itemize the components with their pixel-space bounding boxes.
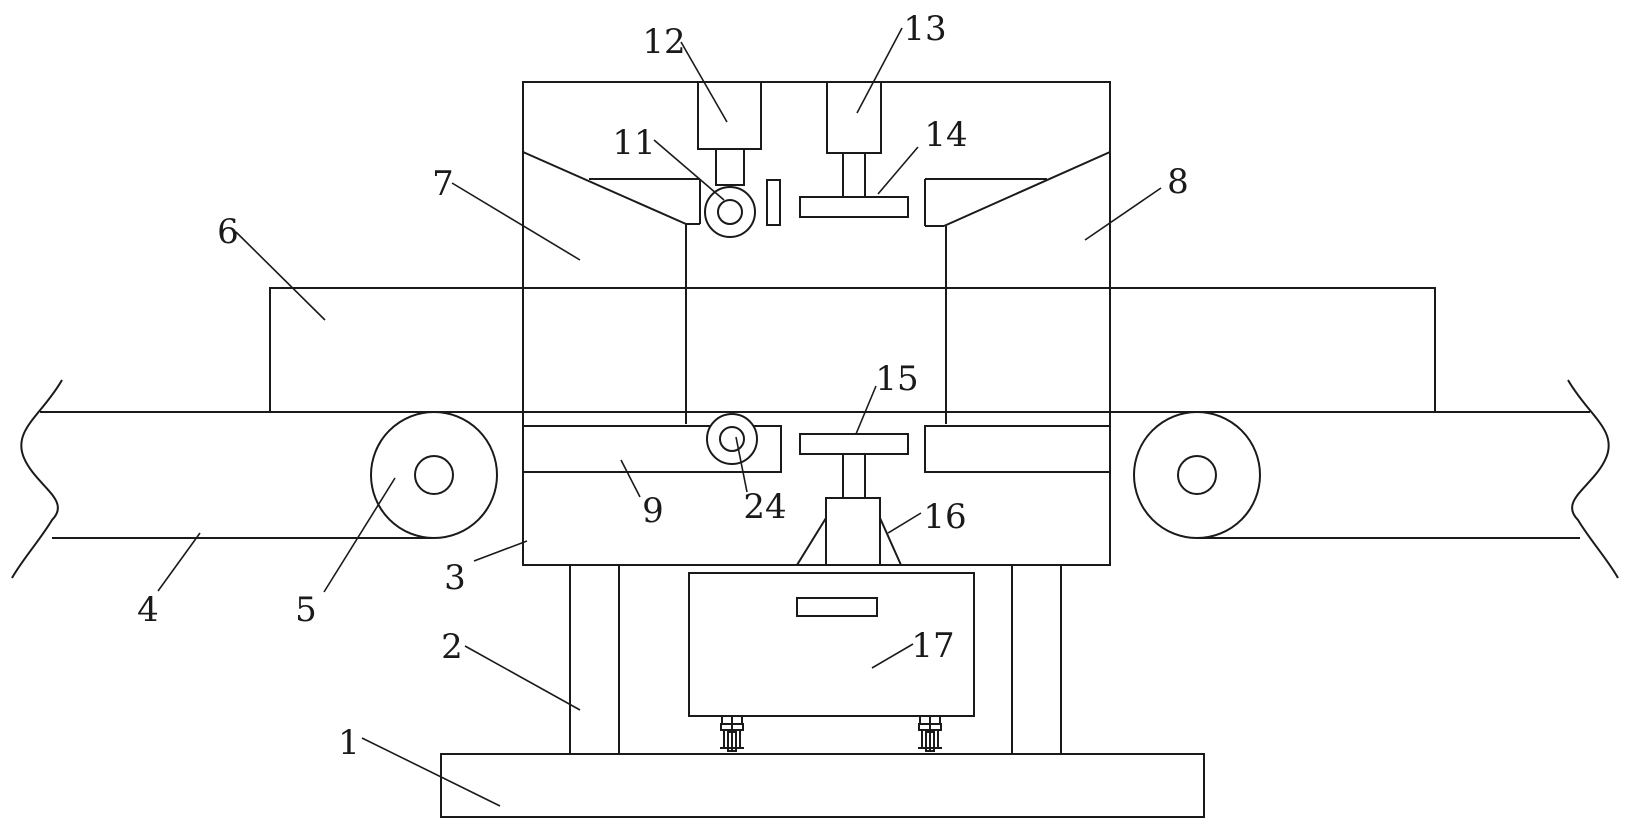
leader-line-14 (877, 146, 919, 195)
upper-cylinder-right (826, 81, 882, 198)
conveyor-roller-right (1133, 411, 1261, 539)
guide-plate-right (924, 151, 1111, 424)
caster-wheel-left (720, 716, 744, 752)
label-3: 3 (444, 558, 466, 598)
leader-line-6 (235, 231, 326, 321)
caster-wheel-right (918, 716, 942, 752)
leader-line-11 (653, 139, 725, 201)
upper-pressing-roller (704, 179, 781, 238)
label-9: 9 (642, 491, 664, 531)
leader-line-16 (887, 512, 922, 534)
label-1: 1 (338, 723, 360, 763)
guide-plate-left (522, 151, 701, 424)
leader-line-1 (361, 737, 501, 807)
reference-numerals: 1 2 3 4 5 6 7 8 9 11 12 13 14 15 16 17 2… (137, 9, 1189, 763)
label-16: 16 (923, 497, 966, 537)
base-plate (440, 753, 1205, 818)
leader-line-24 (735, 436, 748, 493)
lower-support-table (522, 425, 1111, 473)
label-12: 12 (642, 22, 685, 62)
leader-line-5 (323, 477, 396, 593)
label-11: 11 (612, 123, 655, 163)
lower-press-plate (799, 433, 909, 499)
leader-line-4 (157, 532, 201, 592)
leader-line-17 (871, 643, 914, 669)
support-leg-left (569, 564, 620, 755)
label-4: 4 (137, 590, 159, 630)
conveyor-roller-left (370, 411, 498, 539)
support-leg-right (1011, 564, 1062, 755)
label-5: 5 (295, 590, 317, 630)
collection-box (688, 572, 975, 717)
workpiece-board (269, 287, 1436, 413)
conveyor-belt (11, 379, 1619, 579)
leader-line-15 (855, 385, 877, 435)
leader-line-3 (473, 540, 528, 562)
label-2: 2 (441, 627, 463, 667)
leader-line-8 (1084, 187, 1162, 241)
leader-lines (157, 27, 1162, 807)
label-7: 7 (432, 164, 454, 204)
upper-cylinder-left (697, 81, 762, 186)
label-8: 8 (1167, 162, 1189, 202)
label-13: 13 (903, 9, 946, 49)
leader-line-2 (464, 645, 581, 711)
label-17: 17 (911, 626, 954, 666)
leader-line-13 (856, 27, 903, 114)
lifting-cylinder (796, 497, 902, 566)
label-6: 6 (217, 212, 239, 252)
label-14: 14 (924, 115, 967, 155)
label-24: 24 (743, 487, 786, 527)
leader-line-9 (620, 459, 641, 498)
leader-line-12 (680, 41, 728, 123)
lower-roller (706, 413, 758, 465)
label-15: 15 (875, 359, 918, 399)
upper-press-plate (799, 196, 909, 218)
leader-line-7 (451, 182, 581, 261)
main-frame (522, 81, 1111, 566)
